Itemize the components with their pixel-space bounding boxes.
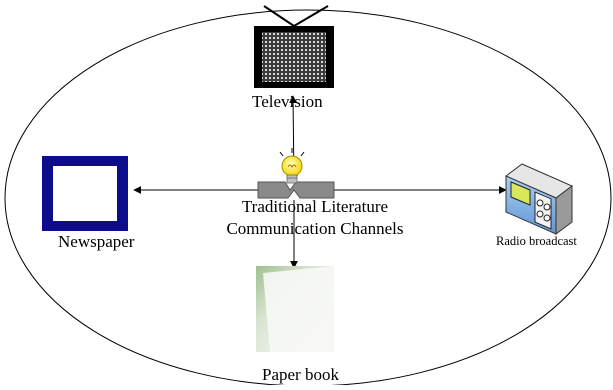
- paper-book-icon: [256, 266, 334, 352]
- center-title-line-2: Communication Channels: [226, 219, 404, 238]
- radio-icon: [505, 163, 573, 235]
- newspaper-label: Newspaper: [58, 232, 135, 251]
- newspaper-icon: [42, 156, 128, 231]
- radio-broadcast-label: Radio broadcast: [496, 234, 577, 248]
- central-hub-icon: [257, 148, 335, 199]
- light-bulb-icon: [279, 148, 305, 184]
- paper-book-label: Paper book: [262, 365, 339, 384]
- center-title-line-1: Traditional Literature: [241, 197, 389, 216]
- television-icon: [254, 5, 334, 88]
- television-label: Television: [252, 92, 323, 111]
- center-title: Traditional Literature Communication Cha…: [190, 196, 440, 240]
